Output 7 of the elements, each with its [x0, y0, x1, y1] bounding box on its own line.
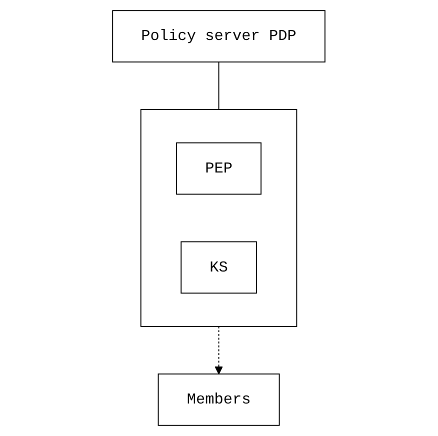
arrow [214, 326, 224, 374]
node-box: Members [158, 374, 280, 426]
node-box: KS [180, 241, 258, 294]
connector [218, 62, 220, 110]
node-box: PEP [176, 142, 262, 195]
cluster [140, 109, 298, 327]
node-box: Policy server PDP [112, 10, 326, 62]
